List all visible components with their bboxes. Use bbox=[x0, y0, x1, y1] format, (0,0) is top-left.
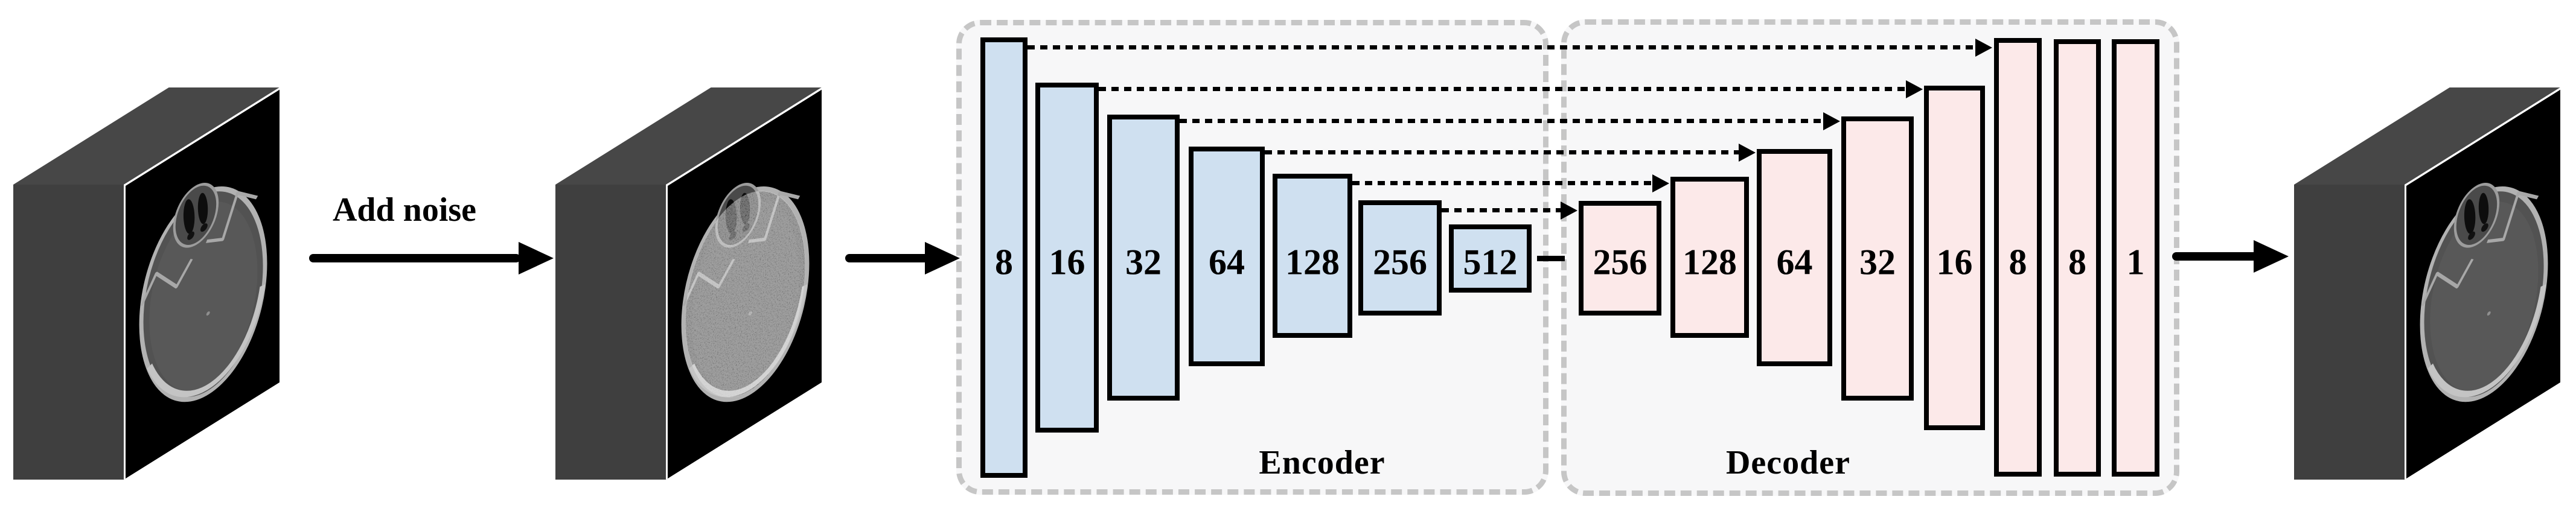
decoder-bar-256: 256 bbox=[1579, 201, 1661, 316]
ct-front-face bbox=[555, 185, 666, 480]
add-noise-label: Add noise bbox=[332, 191, 477, 229]
encoder-bar-16: 16 bbox=[1035, 83, 1099, 433]
skip-connection-8 bbox=[1028, 38, 1992, 57]
noisy-ct-volume bbox=[555, 87, 822, 480]
decoder-bar-8b: 8 bbox=[2054, 39, 2101, 477]
skip-connection-16 bbox=[1099, 80, 1923, 98]
encoder-bar-128: 128 bbox=[1273, 174, 1352, 338]
ct-front-face bbox=[2294, 185, 2405, 480]
skip-connection-64 bbox=[1265, 143, 1756, 162]
input-ct-volume bbox=[13, 87, 280, 480]
encoder-input-arrow bbox=[845, 242, 960, 274]
decoder-bar-32: 32 bbox=[1841, 116, 1914, 401]
encoder-bar-32: 32 bbox=[1107, 115, 1180, 401]
decoder-bar-128: 128 bbox=[1670, 177, 1749, 338]
decoder-bar-16: 16 bbox=[1924, 86, 1985, 430]
ct-image-face bbox=[666, 87, 822, 480]
skip-connection-128 bbox=[1352, 174, 1669, 192]
decoder-bar-1: 1 bbox=[2112, 39, 2159, 477]
add-noise-arrow bbox=[309, 242, 554, 274]
encoder-bar-256: 256 bbox=[1358, 200, 1442, 316]
decoder-label: Decoder bbox=[1725, 444, 1850, 481]
denoised-ct-volume bbox=[2294, 87, 2560, 480]
ct-front-face bbox=[13, 185, 124, 480]
encoder-bar-64: 64 bbox=[1189, 147, 1265, 366]
decoder-bar-8a: 8 bbox=[1994, 38, 2042, 477]
encoder-label: Encoder bbox=[1259, 444, 1385, 481]
skip-connection-256 bbox=[1442, 201, 1577, 220]
encoder-bar-8: 8 bbox=[980, 37, 1028, 478]
bottleneck-connector bbox=[1537, 256, 1565, 261]
decoder-bar-64: 64 bbox=[1757, 149, 1832, 366]
output-arrow bbox=[2172, 240, 2290, 273]
noisy-ct-scan-graphic bbox=[668, 90, 822, 478]
skip-connection-32 bbox=[1180, 112, 1840, 130]
encoder-bar-512: 512 bbox=[1449, 224, 1532, 293]
